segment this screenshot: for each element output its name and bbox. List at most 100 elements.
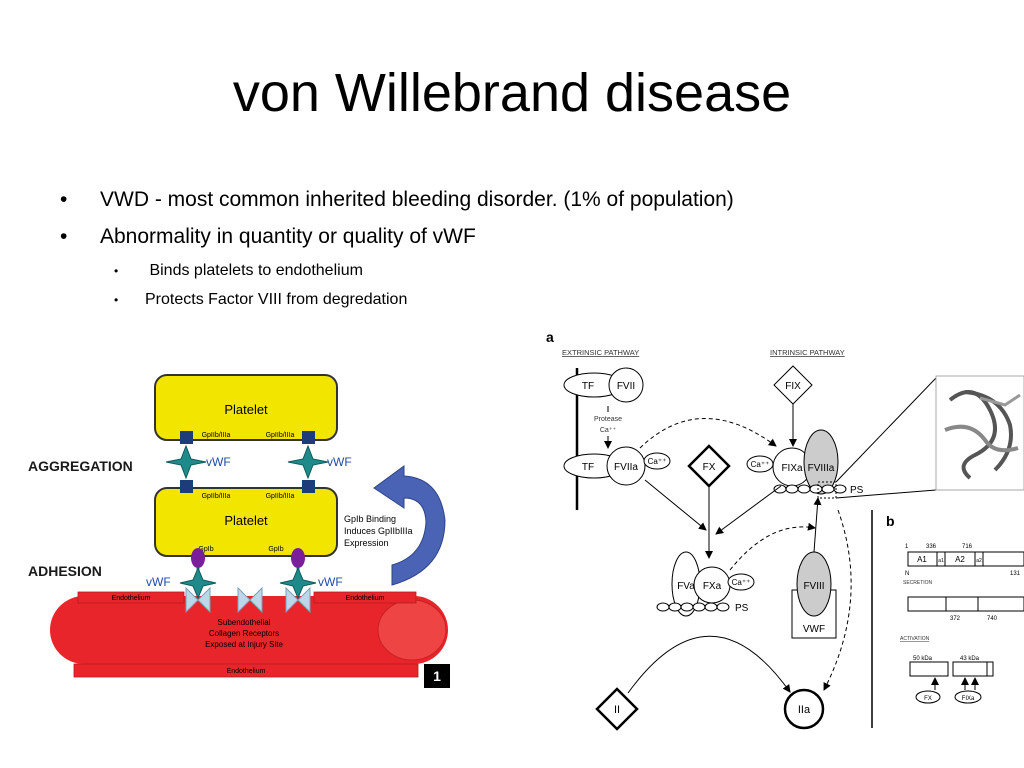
endothelium-label: Endothelium: [227, 668, 266, 675]
figure-number-badge: [424, 664, 450, 688]
vwf-molecule: [279, 566, 317, 600]
bullet-dot: •: [114, 264, 119, 278]
protease-label: Protease: [594, 416, 622, 423]
activated-fragment: [952, 661, 994, 677]
platelet-label: Platelet: [224, 402, 268, 417]
secretion-label: SECRETION: [903, 580, 933, 586]
vessel-lumen: [377, 599, 447, 661]
ca-node: [727, 573, 755, 591]
zoom-line: [835, 489, 937, 499]
binding-note-line: Expression: [344, 538, 389, 548]
bullet-dot: •: [60, 188, 68, 211]
domain-number: 1: [905, 544, 909, 550]
gpiib-iiia-receptor: [180, 431, 193, 444]
fixa-small-label: FIXa: [962, 696, 975, 702]
bullet-item: • Abnormality in quantity or quality of …: [58, 223, 988, 260]
activation-label: ACTIVATION: [900, 636, 930, 642]
slide-title: von Willebrand disease: [232, 63, 792, 123]
platelet-top: [154, 374, 338, 441]
phospholipid-membrane: [773, 484, 847, 494]
zoom-region: [817, 481, 837, 499]
ii-label: II: [614, 704, 620, 716]
curved-arrow: [373, 465, 446, 586]
blood-vessel: [50, 596, 448, 664]
domain-a2-small: a2: [976, 558, 982, 564]
collagen-receptor: [237, 586, 263, 614]
aggregation-label: AGGREGATION: [28, 458, 133, 474]
vwf-molecule: [165, 444, 207, 480]
endothelium-left: [77, 591, 185, 604]
fx-label: FX: [703, 462, 716, 473]
sub-bullet-item: • Protects Factor VIII from degredation: [58, 289, 988, 318]
ca-label: Ca⁺⁺: [751, 460, 770, 469]
fxa-label: FXa: [703, 581, 722, 592]
coagulation-cascade-figure: a EXTRINSIC PATHWAY INTRINSIC PATHWAY TF…: [546, 329, 1024, 731]
platelet-adhesion-figure: Endothelium Endothelium Endothelium Sube…: [28, 374, 450, 688]
tf-label: TF: [582, 381, 594, 392]
ca-label: Ca⁺⁺: [600, 427, 617, 434]
fixa-label: FIXa: [781, 463, 803, 474]
sub-bullet-item: • Binds platelets to endothelium: [58, 260, 988, 289]
collagen-receptor: [285, 586, 311, 614]
vwf-molecule: [179, 566, 217, 600]
vessel-note-line: Collagen Receptors: [209, 629, 279, 638]
fviiia-node: [803, 429, 839, 495]
gpiib-iiia-label: GpIIb/IIIa: [266, 432, 295, 439]
kda-label: 43 kDa: [960, 656, 980, 662]
gpiib-iiia-label: GpIIb/IIIa: [202, 432, 231, 439]
bullet-item: • VWD - most common inherited bleeding d…: [58, 186, 988, 223]
fviiia-label: FVIIIa: [808, 463, 835, 474]
ca-label: Ca⁺⁺: [732, 578, 751, 587]
ps-label: PS: [735, 603, 749, 614]
gpib-label: GpIb: [268, 546, 283, 553]
vessel-note-line: Exposed at Injury Site: [205, 640, 283, 649]
adhesion-label: ADHESION: [28, 563, 102, 579]
gpiib-iiia-label: GpIIb/IIIa: [266, 493, 295, 500]
vwf-label: vWF: [318, 575, 343, 589]
ca-node: [643, 452, 671, 470]
domain-number: 372: [950, 616, 961, 622]
domain-number: 336: [926, 544, 937, 550]
vwf-label: vWF: [206, 455, 231, 469]
bullet-text: VWD - most common inherited bleeding dis…: [100, 188, 734, 211]
iia-node: [783, 688, 825, 730]
vessel-note-line: Subendothelial: [218, 618, 271, 627]
binding-note-line: Induces GpIIbIIIa: [344, 526, 413, 536]
collagen-receptor: [185, 586, 211, 614]
fviia-node: [606, 446, 646, 486]
fixa-small-node: [954, 690, 982, 704]
bullet-dot: •: [60, 225, 68, 248]
bullet-text: Abnormality in quantity or quality of vW…: [100, 225, 476, 248]
fx-small-node: [915, 690, 941, 704]
bullet-list: • VWD - most common inherited bleeding d…: [58, 186, 988, 318]
fviia-label: FVIIa: [614, 462, 638, 473]
vwf-label: vWF: [327, 455, 352, 469]
endothelium-right: [313, 591, 417, 604]
protein-structure-image: [944, 390, 1021, 480]
fx-small-label: FX: [924, 696, 932, 702]
platelet-label: Platelet: [224, 513, 268, 528]
ps-label: PS: [850, 485, 864, 496]
ii-node: [595, 687, 639, 731]
n-terminus: N: [905, 571, 909, 577]
intrinsic-pathway-label: INTRINSIC PATHWAY: [770, 348, 845, 357]
gpiib-iiia-receptor: [302, 480, 315, 493]
gpib-label: GpIb: [198, 546, 213, 553]
fvii-label: FVII: [617, 381, 635, 392]
bullet-dot: •: [114, 293, 119, 307]
iia-label: IIa: [798, 704, 811, 716]
domain-a1: A1: [917, 555, 927, 564]
vwf-box-label: VWF: [803, 624, 825, 635]
gpiib-iiia-receptor: [180, 480, 193, 493]
binding-note-line: GpIb Binding: [344, 514, 396, 524]
panel-b-label: b: [886, 513, 895, 529]
gpiib-iiia-label: GpIIb/IIIa: [202, 493, 231, 500]
domain-number: 740: [987, 616, 998, 622]
panel-a-label: a: [546, 329, 554, 345]
gpib-receptor: [291, 548, 305, 568]
domain-number: 131: [1010, 571, 1021, 577]
figure-number: 1: [433, 668, 441, 684]
gpib-receptor: [191, 548, 205, 568]
extrinsic-pathway-label: EXTRINSIC PATHWAY: [562, 348, 639, 357]
zoom-line: [835, 377, 937, 483]
